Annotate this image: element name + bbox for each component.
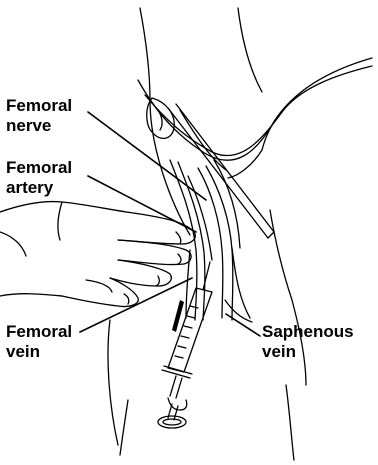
label-femoral-vein-line2: vein (6, 342, 72, 362)
label-femoral-vein-line1: Femoral (6, 322, 72, 342)
leader-nerve (88, 112, 206, 200)
label-femoral-artery-line1: Femoral (6, 158, 72, 178)
label-femoral-artery: Femoral artery (6, 158, 72, 198)
vessels (170, 160, 252, 322)
label-femoral-artery-line2: artery (6, 178, 72, 198)
syringe (158, 262, 212, 428)
needle-tube (168, 104, 274, 238)
label-saphenous-vein-line2: vein (262, 342, 354, 362)
label-femoral-nerve-line1: Femoral (6, 96, 72, 116)
label-femoral-vein: Femoral vein (6, 322, 72, 362)
label-saphenous-vein: Saphenous vein (262, 322, 354, 362)
label-femoral-nerve-line2: nerve (6, 116, 72, 136)
label-saphenous-vein-line1: Saphenous (262, 322, 354, 342)
label-femoral-nerve: Femoral nerve (6, 96, 72, 136)
